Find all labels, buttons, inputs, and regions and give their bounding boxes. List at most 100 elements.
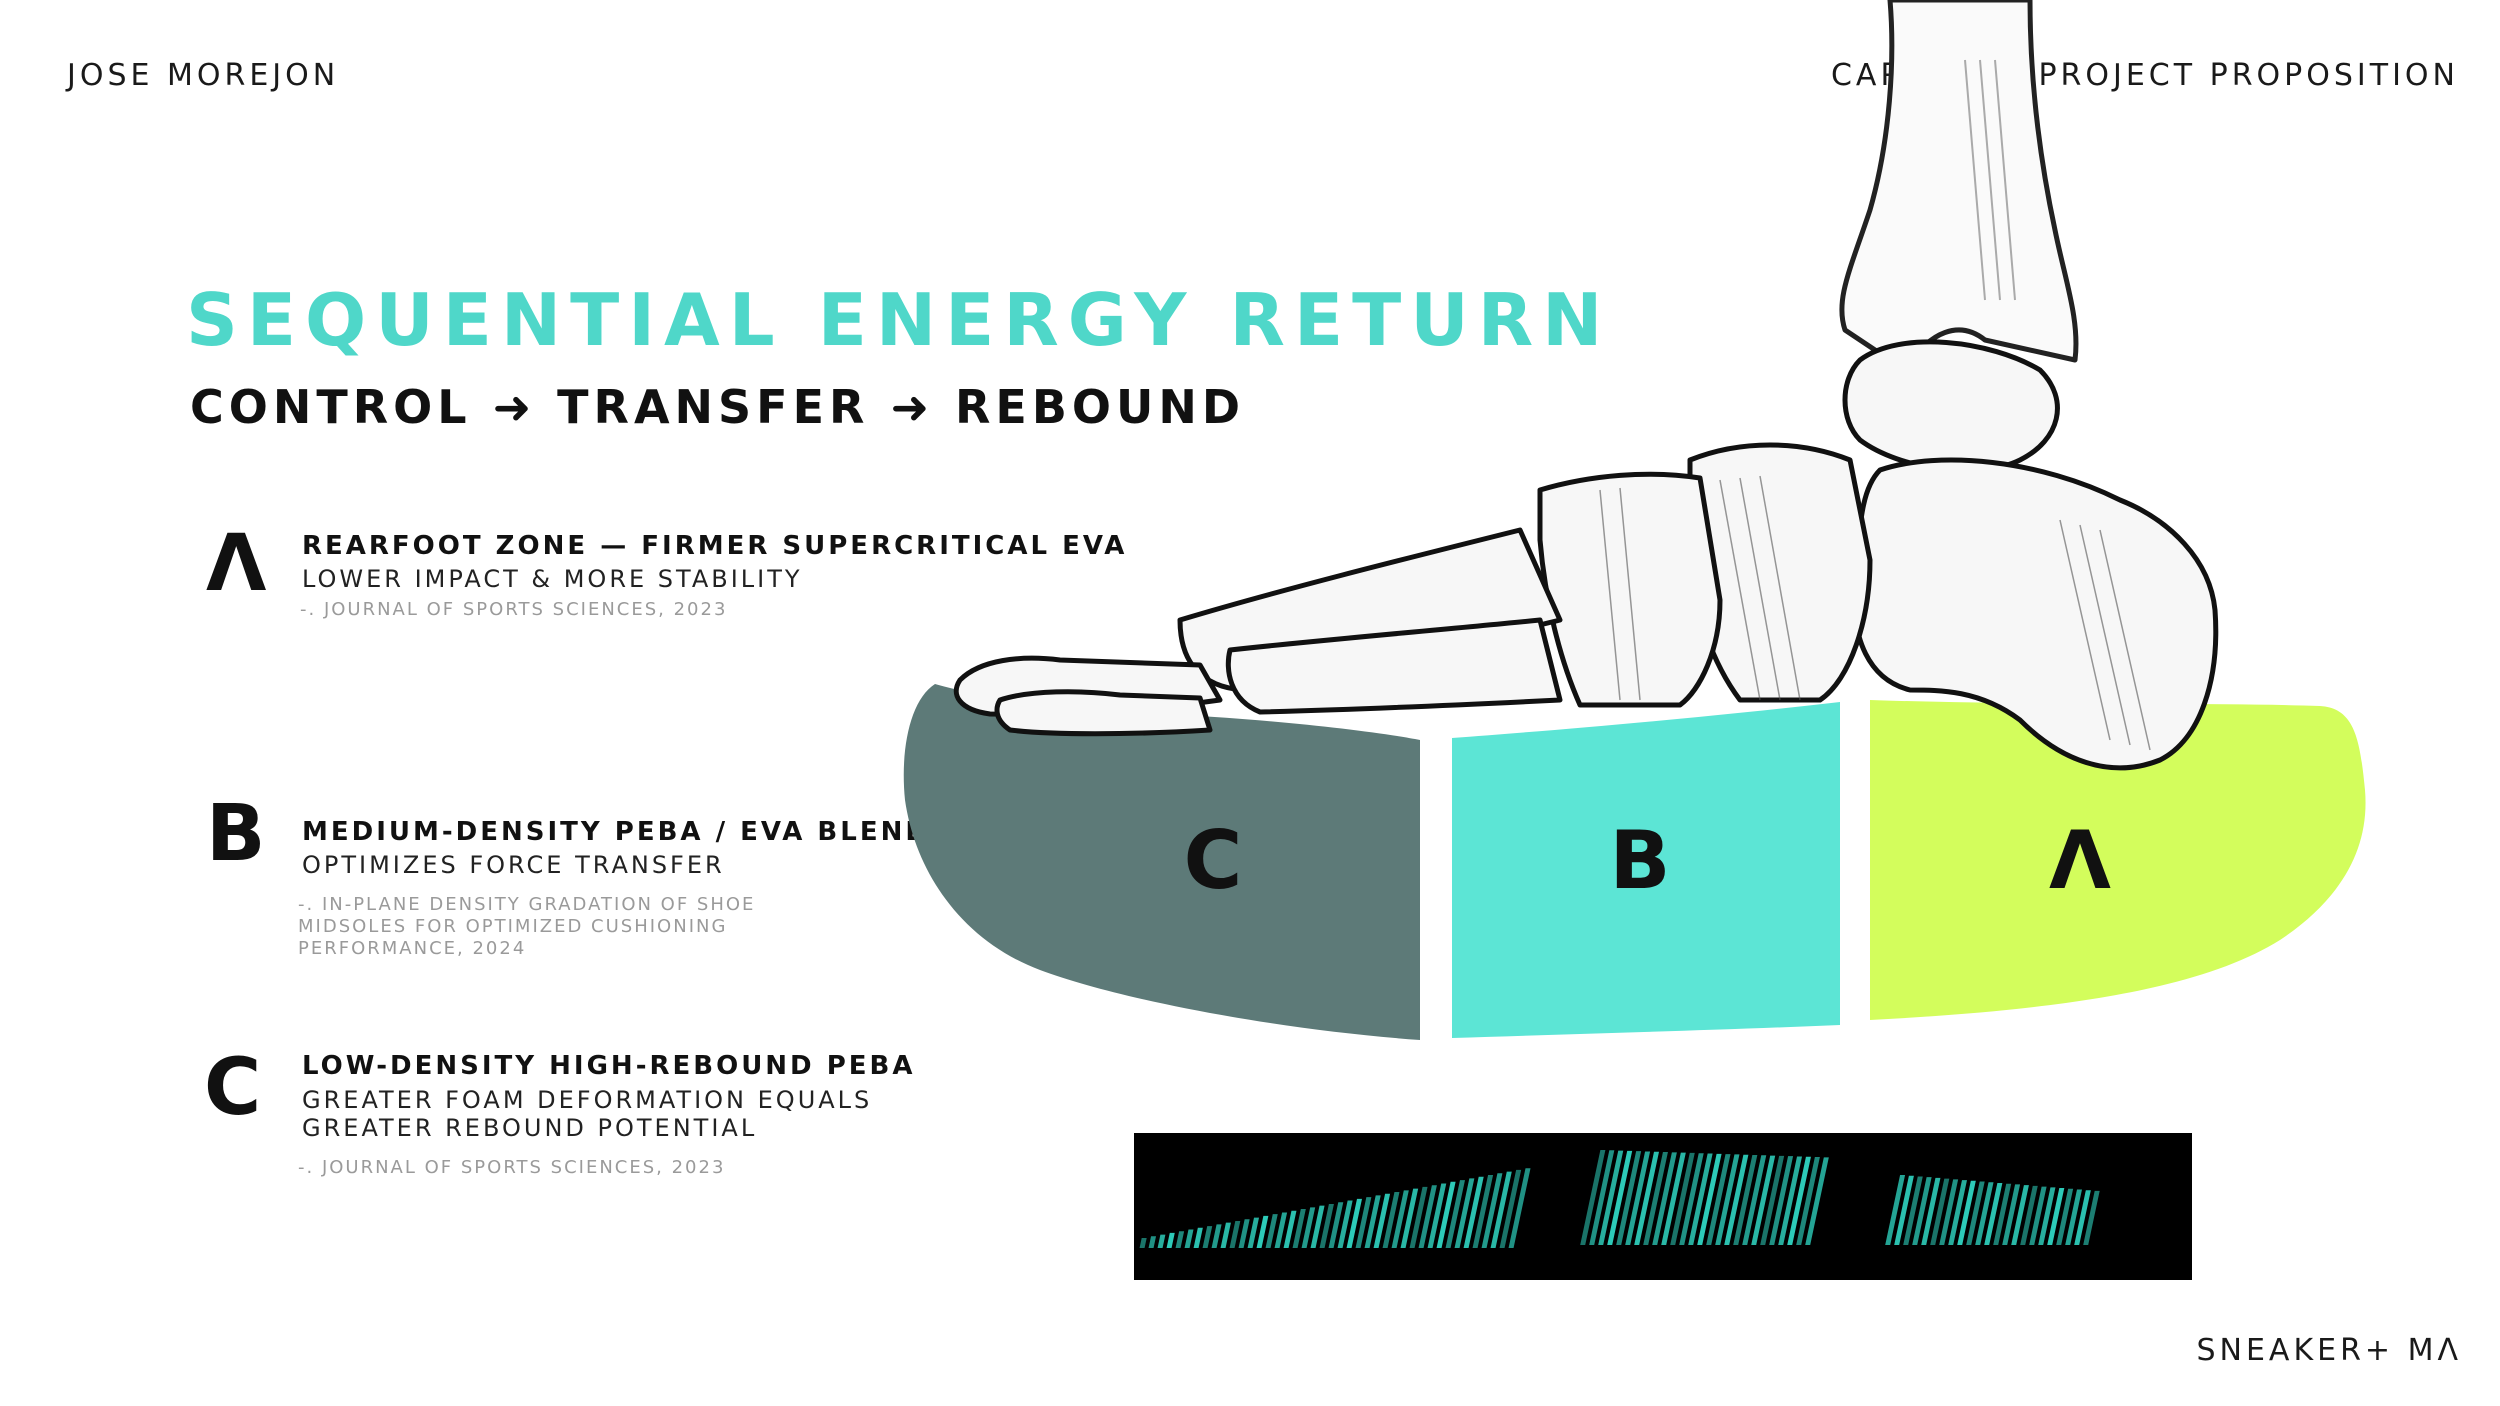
scan-bar <box>1993 1183 2012 1245</box>
scan-bar <box>2020 1185 2038 1245</box>
scan-bar <box>1346 1198 1363 1248</box>
midsole-zone-a <box>1870 700 2366 1020</box>
scan-bar <box>1427 1183 1447 1248</box>
scan-bar <box>1355 1197 1372 1248</box>
scan-bar <box>1796 1157 1820 1245</box>
scan-bar <box>1930 1178 1950 1246</box>
zone-b-citation: -. IN-PLANE DENSITY GRADATION OF SHOE MI… <box>298 894 756 959</box>
scan-cluster-b <box>1580 1150 1829 1246</box>
scan-bar <box>1193 1227 1203 1248</box>
scan-bar <box>1490 1171 1512 1248</box>
scan-bar <box>1778 1156 1803 1246</box>
scan-bar <box>1391 1190 1409 1248</box>
zone-a-heading: REARFOOT ZONE — FIRMER SUPERCRITICAL EVA <box>302 531 1128 561</box>
scan-bar <box>1247 1217 1260 1248</box>
scan-bar <box>1463 1176 1484 1248</box>
scan-bar <box>1661 1152 1686 1245</box>
scan-bar <box>1939 1179 1959 1245</box>
zone-a-letter: Λ <box>206 519 267 609</box>
scan-bar <box>1409 1186 1428 1248</box>
midsole-zone-b <box>1452 702 1840 1038</box>
midsole-label-a: Λ <box>2049 814 2111 907</box>
scan-bar <box>1337 1200 1353 1249</box>
scan-bar <box>2047 1188 2065 1245</box>
scan-bar <box>1265 1214 1278 1248</box>
scan-bar <box>1580 1150 1606 1245</box>
midsole-label-c: C <box>1184 814 1243 907</box>
scan-bar <box>1724 1154 1749 1245</box>
scan-bar <box>1310 1205 1325 1249</box>
scan-bar <box>1706 1154 1731 1245</box>
scan-bar <box>1688 1153 1713 1246</box>
scan-cluster-c <box>1139 1168 1531 1249</box>
scan-bar <box>1921 1177 1941 1245</box>
scan-bar <box>1274 1212 1288 1248</box>
scan-bar <box>1202 1226 1213 1248</box>
scan-bar <box>1445 1180 1465 1248</box>
scan-bar <box>1454 1178 1475 1249</box>
scan-bar <box>1481 1173 1503 1249</box>
scan-bar <box>1472 1175 1494 1248</box>
page-subtitle: CONTROL ➜ TRANSFER ➜ REBOUND <box>190 380 1246 434</box>
scan-bar <box>1256 1215 1269 1249</box>
scan-bar <box>1211 1224 1222 1249</box>
zone-c-heading: LOW-DENSITY HIGH-REBOUND PEBA <box>302 1051 916 1081</box>
scan-bar <box>1625 1151 1651 1245</box>
scan-bar <box>1643 1152 1668 1246</box>
scan-bar <box>1166 1232 1175 1248</box>
brand-logo-text: SNEAKER+ MΛ <box>2196 1333 2462 1368</box>
scan-bar <box>1975 1182 1994 1245</box>
zone-c-description: GREATER FOAM DEFORMATION EQUALS GREATER … <box>302 1086 873 1142</box>
scan-bar <box>2029 1186 2047 1245</box>
scan-bar <box>1238 1219 1250 1249</box>
midsole-label-b: B <box>1610 814 1671 907</box>
scan-bar <box>1508 1168 1531 1249</box>
scan-bar <box>1787 1156 1811 1245</box>
zone-a-citation: -. JOURNAL OF SPORTS SCIENCES, 2023 <box>300 599 728 620</box>
leg-bones <box>1839 0 2079 373</box>
scan-bar <box>1697 1153 1722 1246</box>
scan-bar <box>1751 1155 1776 1245</box>
scan-bar <box>1607 1150 1633 1246</box>
scan-bar <box>1903 1176 1923 1245</box>
scan-bar <box>1283 1210 1297 1249</box>
zone-b-letter: B <box>206 789 266 879</box>
scan-bar <box>1436 1181 1456 1248</box>
scan-bar <box>1328 1202 1344 1248</box>
scan-bar <box>2002 1184 2021 1245</box>
author-name: JOSE MOREJON <box>67 58 340 93</box>
foam-scan-visual <box>1139 1150 2100 1249</box>
midsole-zone-c <box>903 684 1420 1040</box>
scan-bar <box>1229 1220 1241 1249</box>
foot-bones <box>953 339 2219 771</box>
scan-bar <box>1733 1154 1758 1246</box>
foam-scan-strip <box>1134 1133 2192 1280</box>
scan-bar <box>1382 1192 1400 1248</box>
scan-bar <box>2056 1188 2074 1245</box>
scan-bar <box>1499 1169 1522 1248</box>
scan-bar <box>1139 1238 1147 1248</box>
scan-bar <box>1148 1236 1157 1248</box>
scan-bar <box>2083 1190 2100 1245</box>
scan-bar <box>1589 1150 1615 1245</box>
scan-bar <box>1679 1153 1704 1245</box>
scan-bar <box>1805 1157 1829 1245</box>
scan-bar <box>1948 1180 1967 1245</box>
scan-bar <box>1184 1229 1194 1249</box>
scan-bar <box>1598 1150 1624 1245</box>
scan-bar <box>2074 1190 2091 1245</box>
zone-c-citation: -. JOURNAL OF SPORTS SCIENCES, 2023 <box>298 1157 726 1178</box>
scan-bar <box>1616 1151 1642 1245</box>
scan-bar <box>1301 1207 1316 1248</box>
scan-bar <box>2011 1185 2029 1245</box>
scan-bar <box>2038 1187 2056 1245</box>
scan-bar <box>1912 1177 1932 1245</box>
zone-b-heading: MEDIUM-DENSITY PEBA / EVA BLEND <box>302 817 930 847</box>
scan-bar <box>1634 1151 1660 1245</box>
zone-c-letter: C <box>204 1043 262 1133</box>
scan-bar <box>1957 1180 1976 1245</box>
scan-bar <box>1373 1193 1391 1248</box>
scan-bar <box>1157 1234 1166 1249</box>
scan-bar <box>1966 1181 1985 1245</box>
